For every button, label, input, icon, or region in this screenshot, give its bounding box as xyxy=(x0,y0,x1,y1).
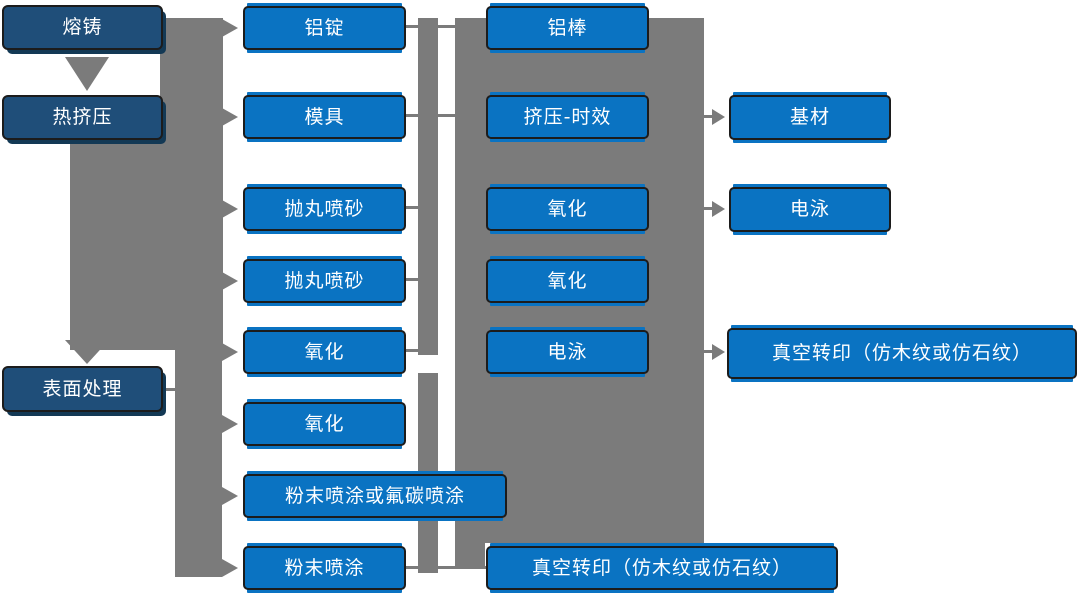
arrowhead-to-electrophoresis-b xyxy=(712,201,725,217)
node-aluminum-rod: 铝棒 xyxy=(486,6,649,50)
node-label: 电泳 xyxy=(547,340,588,363)
node-label: 真空转印（仿木纹或仿石纹） xyxy=(531,556,792,579)
node-label: 模具 xyxy=(304,105,345,128)
stub-aluminum-ingot xyxy=(406,25,418,28)
node-hot-extrusion: 热挤压 xyxy=(2,95,163,140)
stub-shot-blasting-a xyxy=(406,206,418,209)
node-label: 真空转印（仿木纹或仿石纹） xyxy=(771,342,1032,364)
node-base-material: 基材 xyxy=(729,95,891,140)
node-oxidation-b: 氧化 xyxy=(243,402,406,446)
arrowhead-to-base-material xyxy=(712,109,725,125)
node-electrophoresis-a: 电泳 xyxy=(486,330,649,374)
node-label: 熔铸 xyxy=(62,16,103,38)
stub-shot-blasting-b xyxy=(406,278,418,281)
arrowhead-to-mold xyxy=(222,108,238,126)
arrowhead-to-oxidation-b xyxy=(222,415,238,433)
node-extrusion-aging: 挤压-时效 xyxy=(486,95,649,139)
node-vacuum-transfer-right: 真空转印（仿木纹或仿石纹） xyxy=(727,328,1077,379)
node-label: 铝锭 xyxy=(304,16,345,39)
stub-bar-to-block-mid xyxy=(438,114,455,117)
node-electrophoresis-b: 电泳 xyxy=(729,187,891,232)
arrowhead-to-powder-coating xyxy=(222,559,238,577)
stub-bar-to-block-top xyxy=(438,25,455,28)
block-arrow-down-to-hot-extrusion xyxy=(65,57,109,91)
node-label: 抛丸喷砂 xyxy=(284,269,365,292)
node-label: 电泳 xyxy=(789,198,830,220)
node-mold: 模具 xyxy=(243,95,406,139)
node-label: 粉末喷涂或氟碳喷涂 xyxy=(284,484,465,507)
node-label: 氧化 xyxy=(304,340,345,363)
arrowhead-to-aluminum-ingot xyxy=(222,19,238,37)
node-powder-coating: 粉末喷涂 xyxy=(243,546,406,590)
node-label: 氧化 xyxy=(547,269,588,292)
connector-powder-to-vacuum-line xyxy=(406,566,486,569)
node-powder-or-fluorocarbon-coating: 粉末喷涂或氟碳喷涂 xyxy=(243,474,507,518)
node-label: 挤压-时效 xyxy=(523,105,612,128)
node-label: 基材 xyxy=(789,106,830,128)
node-surface-treatment: 表面处理 xyxy=(2,366,163,412)
connector-middle-bar-lower xyxy=(418,373,438,573)
connector-middle-bar-upper xyxy=(418,18,438,355)
node-shot-blasting-b: 抛丸喷砂 xyxy=(243,259,406,303)
node-shot-blasting-a: 抛丸喷砂 xyxy=(243,187,406,231)
connector-left-trunk-block xyxy=(70,143,223,350)
node-vacuum-transfer-bottom: 真空转印（仿木纹或仿石纹） xyxy=(486,546,838,590)
node-oxidation-d: 氧化 xyxy=(486,259,649,303)
node-label: 氧化 xyxy=(304,412,345,435)
connector-column3-block-tail xyxy=(455,543,485,567)
node-label: 氧化 xyxy=(547,197,588,220)
arrowhead-to-powder-or-fluorocarbon xyxy=(222,487,238,505)
arrowhead-to-oxidation-a xyxy=(222,343,238,361)
node-aluminum-ingot: 铝锭 xyxy=(243,6,406,50)
stub-to-vacuum-transfer-right xyxy=(704,350,713,353)
node-label: 表面处理 xyxy=(42,377,123,400)
connector-left-trunk-lower xyxy=(175,350,222,577)
arrowhead-to-vacuum-transfer-right xyxy=(712,344,725,360)
node-oxidation-a: 氧化 xyxy=(243,330,406,374)
node-label: 抛丸喷砂 xyxy=(284,197,365,220)
block-arrow-down-to-surface-treatment xyxy=(65,340,109,364)
arrowhead-to-shot-blasting-a xyxy=(222,200,238,218)
node-oxidation-c: 氧化 xyxy=(486,187,649,231)
node-label: 粉末喷涂 xyxy=(284,556,365,579)
connector-surface-treatment-line xyxy=(158,388,176,391)
stub-mold xyxy=(406,114,418,117)
stub-oxidation-a xyxy=(406,349,418,352)
stub-to-base-material xyxy=(704,115,713,118)
node-melting-casting: 熔铸 xyxy=(2,5,163,50)
node-label: 铝棒 xyxy=(547,16,588,39)
arrowhead-to-shot-blasting-b xyxy=(222,272,238,290)
stub-to-electrophoresis-b xyxy=(704,207,713,210)
node-label: 热挤压 xyxy=(52,106,113,128)
